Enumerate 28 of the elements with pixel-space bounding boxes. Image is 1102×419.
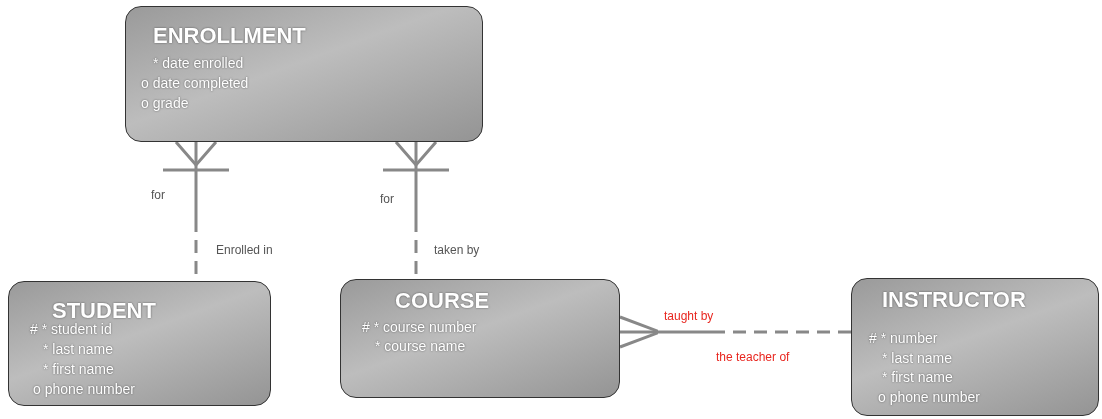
- entity-name: STUDENT: [52, 298, 156, 323]
- attribute: o phone number: [878, 387, 980, 406]
- attribute: * course name: [375, 337, 466, 355]
- attribute: * first name: [43, 360, 114, 378]
- attribute: * last name: [882, 348, 953, 367]
- role-label: taken by: [434, 243, 481, 258]
- attribute: # * course number: [362, 318, 477, 336]
- attribute: # * student id: [30, 320, 112, 338]
- attribute: o date completed: [141, 74, 249, 92]
- entity-name: ENROLLMENT: [153, 23, 306, 49]
- role-label: taught by: [664, 309, 715, 324]
- role-label: Enrolled in: [216, 243, 274, 258]
- attribute: * first name: [882, 368, 953, 386]
- entity-box: [125, 6, 483, 142]
- entity-name: COURSE: [395, 288, 490, 314]
- attribute: # * number: [869, 329, 938, 347]
- entity-box: [340, 279, 620, 398]
- attribute: o phone number: [33, 380, 135, 398]
- role-label: for: [151, 188, 166, 203]
- entity-box: [851, 278, 1099, 416]
- entity-box: [8, 281, 271, 406]
- attribute: o grade: [141, 94, 189, 112]
- attribute: * last name: [43, 340, 114, 358]
- role-label: for: [380, 192, 395, 207]
- role-label: the teacher of: [716, 350, 791, 365]
- entity-name: INSTRUCTOR: [882, 287, 1026, 313]
- attribute: * date enrolled: [153, 54, 244, 72]
- relationship-line: [618, 315, 851, 349]
